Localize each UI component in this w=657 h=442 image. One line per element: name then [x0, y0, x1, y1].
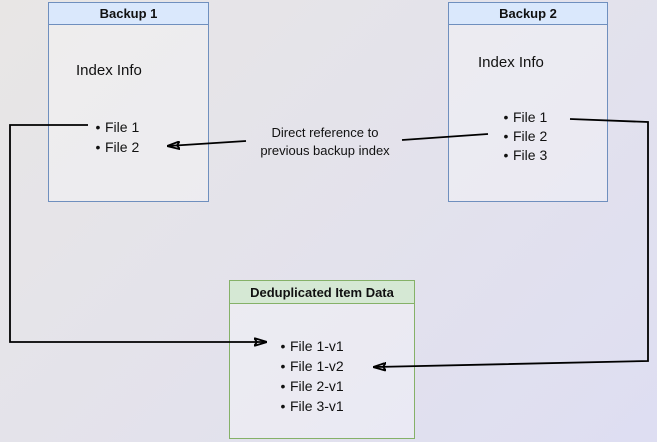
file-label: File 2 — [105, 139, 140, 155]
file-version-label: File 2-v1 — [290, 378, 344, 394]
list-item: • File 2 — [499, 126, 548, 145]
file-label: File 3 — [513, 146, 548, 163]
dedup-title: Deduplicated Item Data — [230, 281, 414, 304]
backup2-box: Backup 2 Index Info • File 1 • File 2 • … — [448, 2, 608, 202]
bullet-icon: • — [95, 139, 101, 155]
list-item: • File 1-v1 — [276, 336, 344, 356]
file-version-label: File 1-v1 — [290, 338, 344, 354]
backup1-file-list: • File 1 • File 2 — [91, 117, 140, 157]
bullet-icon: • — [280, 358, 286, 374]
file-version-label: File 1-v2 — [290, 358, 344, 374]
bullet-icon: • — [503, 127, 509, 144]
backup1-index-info-heading: Index Info — [76, 62, 142, 79]
list-item: • File 1-v2 — [276, 356, 344, 376]
file-version-label: File 3-v1 — [290, 398, 344, 414]
edge-label-line2: previous backup index — [260, 143, 390, 158]
bullet-icon: • — [95, 119, 101, 135]
backup2-file-list: • File 1 • File 2 • File 3 — [499, 107, 548, 164]
list-item: • File 3-v1 — [276, 396, 344, 416]
file-label: File 1 — [105, 119, 140, 135]
list-item: • File 1 — [499, 107, 548, 126]
bullet-icon: • — [503, 108, 509, 125]
backup1-title: Backup 1 — [49, 3, 208, 25]
bullet-icon: • — [503, 146, 509, 163]
edge-label-line1: Direct reference to — [271, 125, 379, 140]
deduplicated-item-data-box: Deduplicated Item Data • File 1-v1 • Fil… — [229, 280, 415, 439]
list-item: • File 3 — [499, 145, 548, 164]
bullet-icon: • — [280, 378, 286, 394]
bullet-icon: • — [280, 398, 286, 414]
list-item: • File 2 — [91, 137, 140, 157]
backup2-index-info-heading: Index Info — [478, 54, 544, 71]
list-item: • File 2-v1 — [276, 376, 344, 396]
list-item: • File 1 — [91, 117, 140, 137]
bullet-icon: • — [280, 338, 286, 354]
backup2-title: Backup 2 — [449, 3, 607, 25]
file-label: File 2 — [513, 127, 548, 144]
dedup-file-list: • File 1-v1 • File 1-v2 • File 2-v1 • Fi… — [276, 336, 344, 416]
edge-label: Direct reference to previous backup inde… — [243, 124, 407, 160]
file-label: File 1 — [513, 108, 548, 125]
backup1-box: Backup 1 Index Info • File 1 • File 2 — [48, 2, 209, 202]
